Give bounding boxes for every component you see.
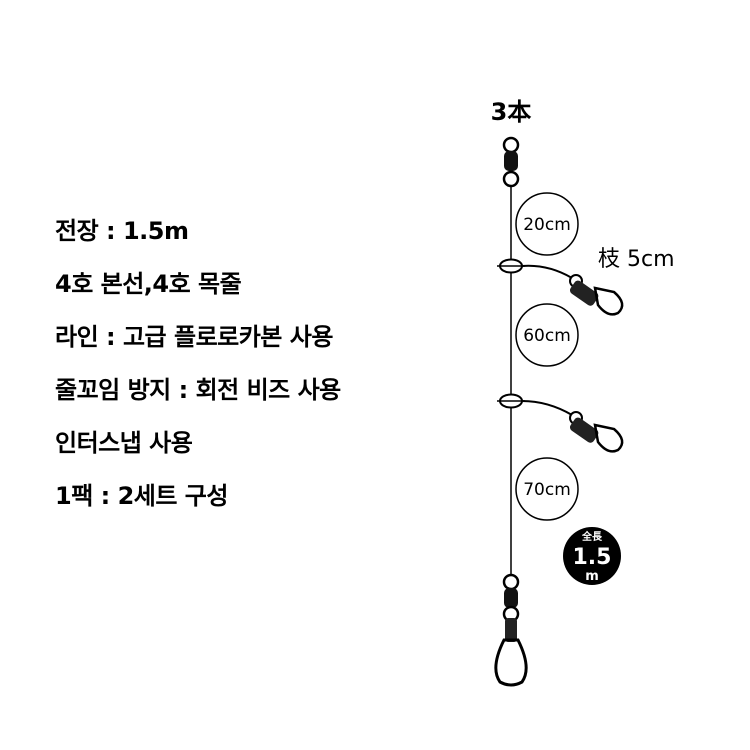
upper-swivel-bead-icon <box>497 258 525 274</box>
top-swivel-icon <box>502 136 520 188</box>
spec-inter-snap: 인터스냅 사용 <box>55 429 193 457</box>
total-length-badge: 全長 1.5 m <box>563 527 621 585</box>
upper-snap-icon <box>569 274 624 316</box>
bottom-snap-icon <box>494 618 528 687</box>
hook-count-label: 3本 <box>491 98 532 126</box>
spec-pack: 1팩 : 2세트 구성 <box>55 482 228 510</box>
spec-line-material: 라인 : 고급 플로로카본 사용 <box>55 323 333 351</box>
upper-branch-line <box>521 264 573 279</box>
segment-60cm-label: 60cm <box>523 326 571 346</box>
branch-length-label: 枝 5cm <box>598 247 675 272</box>
total-length-badge-unit: m <box>585 569 599 584</box>
spec-anti-twist: 줄꼬임 방지 : 회전 비즈 사용 <box>55 376 341 404</box>
segment-20cm-label: 20cm <box>523 215 571 235</box>
total-length-badge-top: 全長 <box>581 530 603 543</box>
lower-branch-line <box>521 400 573 416</box>
bottom-swivel-icon <box>502 573 520 623</box>
lower-swivel-bead-icon <box>497 393 525 409</box>
spec-list: 전장 : 1.5m 4호 본선,4호 목줄 라인 : 고급 플로로카본 사용 줄… <box>55 218 341 536</box>
total-length-badge-value: 1.5 <box>573 545 612 570</box>
segment-20cm-badge: 20cm <box>515 192 579 256</box>
segment-70cm-label: 70cm <box>523 480 571 500</box>
segment-60cm-badge: 60cm <box>515 303 579 367</box>
spec-total-length: 전장 : 1.5m <box>55 217 189 245</box>
spec-line-size: 4호 본선,4호 목줄 <box>55 270 242 298</box>
lower-snap-icon <box>569 411 624 453</box>
segment-70cm-badge: 70cm <box>515 457 579 521</box>
